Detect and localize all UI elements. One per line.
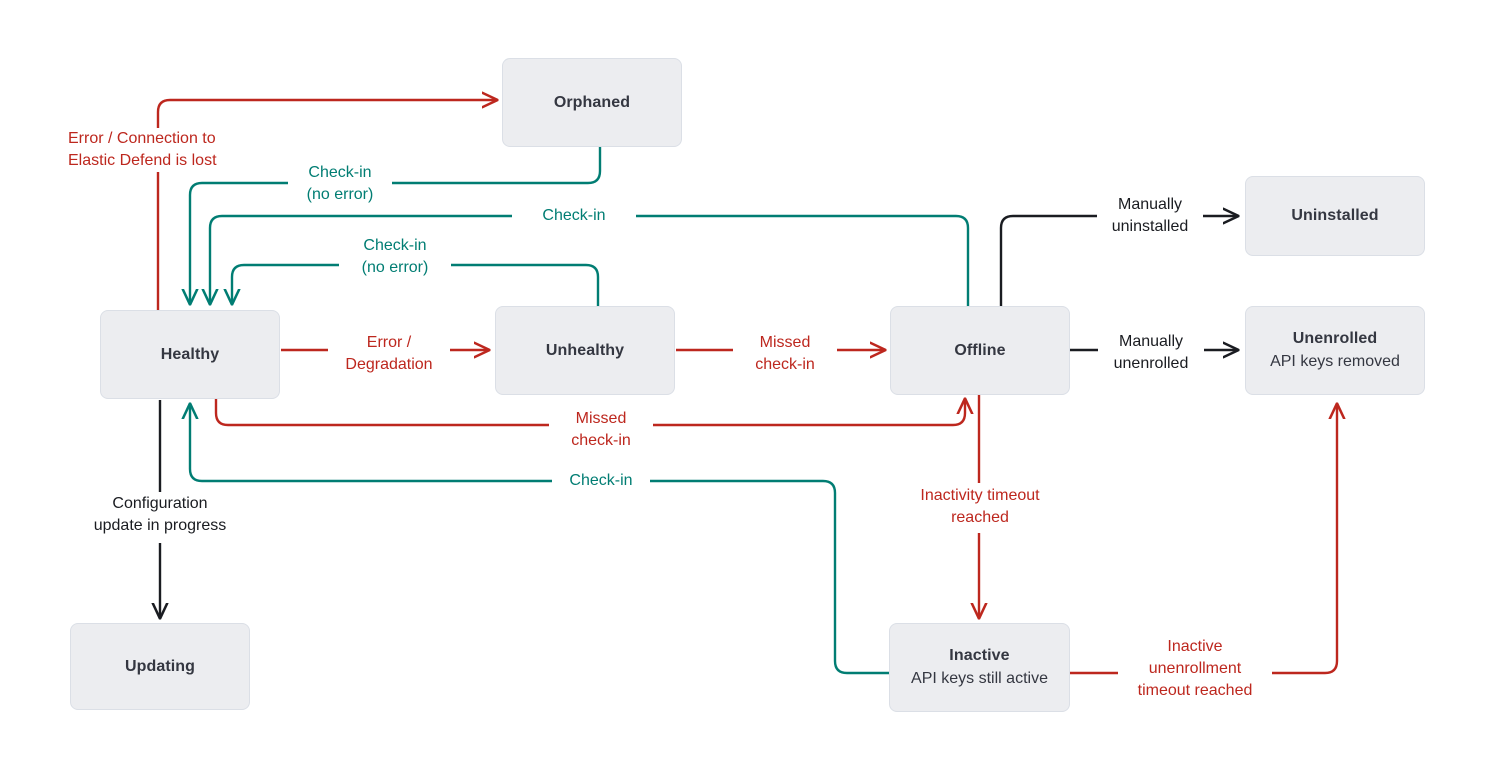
edge-label-unhealthy-to-healthy: Check-in (no error): [339, 235, 451, 280]
node-unenrolled[interactable]: Unenrolled API keys removed: [1245, 306, 1425, 395]
node-orphaned-title: Orphaned: [553, 93, 631, 111]
edge-label-orphaned-to-healthy: Check-in (no error): [288, 162, 392, 207]
node-healthy-title: Healthy: [160, 345, 220, 363]
edge-label-healthy-to-offline: Missed check-in: [549, 408, 653, 453]
edge-label-unhealthy-to-offline: Missed check-in: [733, 332, 837, 377]
edge-healthy-to-orphaned: [156, 100, 497, 310]
edge-label-healthy-to-unhealthy: Error / Degradation: [328, 332, 450, 377]
node-unenrolled-subtitle: API keys removed: [1270, 352, 1400, 370]
node-uninstalled[interactable]: Uninstalled: [1245, 176, 1425, 256]
edge-label-healthy-to-updating: Configuration update in progress: [60, 493, 260, 538]
edge-label-offline-to-inactive: Inactivity timeout reached: [890, 485, 1070, 530]
edge-inactive-to-healthy: [647, 479, 889, 675]
node-healthy[interactable]: Healthy: [100, 310, 280, 399]
edge-unhealthy-to-healthy: [450, 263, 600, 306]
node-offline-title: Offline: [954, 341, 1006, 359]
edge-label-inactive-to-unenrolled: Inactive unenrollment timeout reached: [1118, 636, 1272, 703]
edge-offline-to-healthy: [634, 214, 970, 306]
edge-inactive-to-healthy-tail: [190, 404, 555, 483]
node-inactive-title: Inactive: [949, 646, 1010, 664]
edge-unhealthy-to-healthy-tail: [232, 263, 340, 304]
edge-offline-to-uninstalled: [999, 214, 1101, 306]
node-uninstalled-title: Uninstalled: [1291, 207, 1379, 224]
node-unenrolled-title: Unenrolled: [1292, 329, 1378, 347]
node-updating[interactable]: Updating: [70, 623, 250, 710]
node-unhealthy-title: Unhealthy: [545, 341, 625, 359]
node-orphaned[interactable]: Orphaned: [502, 58, 682, 147]
edge-healthy-to-offline-tail: [649, 399, 965, 427]
edge-label-inactive-to-healthy: Check-in: [552, 470, 650, 493]
edge-label-offline-to-unenrolled: Manually unenrolled: [1098, 331, 1204, 376]
node-inactive[interactable]: Inactive API keys still active: [889, 623, 1070, 712]
edge-orphaned-to-healthy: [388, 147, 602, 185]
node-updating-title: Updating: [124, 657, 196, 675]
node-offline[interactable]: Offline: [890, 306, 1070, 395]
edge-offline-to-healthy-tail: [210, 214, 514, 304]
edge-label-offline-to-healthy: Check-in: [512, 205, 636, 228]
edge-label-healthy-to-orphaned: Error / Connection to Elastic Defend is …: [63, 128, 313, 173]
edge-orphaned-to-healthy-tail: [190, 181, 296, 304]
node-unhealthy[interactable]: Unhealthy: [495, 306, 675, 395]
edge-inactive-to-unenrolled-tail: [1268, 404, 1337, 675]
edge-healthy-to-offline: [214, 399, 553, 427]
edge-label-offline-to-uninstalled: Manually uninstalled: [1097, 194, 1203, 239]
node-inactive-subtitle: API keys still active: [911, 669, 1048, 687]
